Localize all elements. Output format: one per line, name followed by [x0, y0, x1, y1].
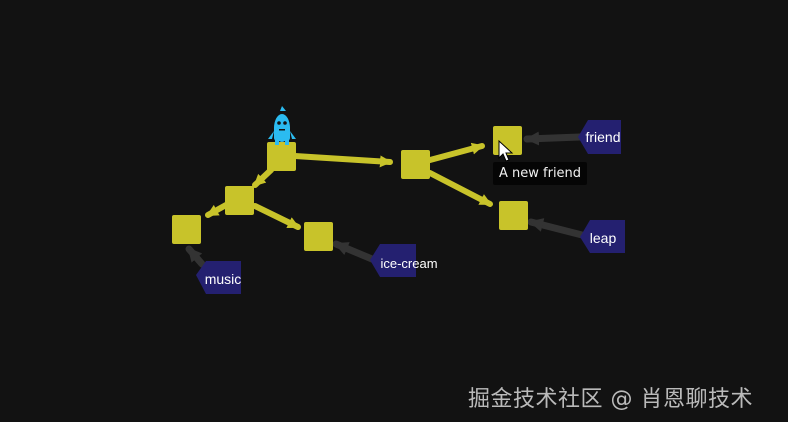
commit-node-icecream[interactable] — [304, 222, 333, 251]
ref-friend-label: friend — [585, 129, 620, 145]
ref-ice-cream-label: ice-cream — [380, 256, 437, 271]
commit-node-leap[interactable] — [499, 201, 528, 230]
ref-friend[interactable]: friend — [578, 120, 621, 154]
edge-top-to-left-middle — [255, 170, 271, 185]
edge-middle-to-leap-commit — [430, 173, 490, 204]
music-ref-edge — [189, 249, 202, 264]
watermark: 掘金技术社区 @ 肖恩聊技术 — [468, 381, 753, 413]
friend-ref-edge — [527, 137, 580, 139]
blue-character-icon — [268, 106, 296, 145]
edge-left-middle-to-icecream-commit — [255, 206, 298, 227]
commit-node-middle[interactable] — [401, 150, 430, 179]
ref-ice-cream[interactable]: ice-cream — [370, 244, 438, 277]
commit-node-left-middle[interactable] — [225, 186, 254, 215]
ref-leap[interactable]: leap — [580, 220, 625, 253]
ref-music-label: music — [205, 271, 242, 287]
leap-ref-edge — [531, 222, 582, 235]
edge-top-to-middle — [295, 156, 390, 162]
edge-middle-to-friend-commit — [430, 146, 482, 160]
commit-tooltip: A new friend — [493, 162, 587, 185]
commit-node-top[interactable] — [267, 142, 296, 171]
edge-left-middle-to-music-commit — [208, 205, 226, 215]
ref-leap-label: leap — [590, 230, 617, 246]
ref-music[interactable]: music — [196, 261, 241, 294]
icecream-ref-edge — [336, 244, 372, 259]
commit-node-music[interactable] — [172, 215, 201, 244]
